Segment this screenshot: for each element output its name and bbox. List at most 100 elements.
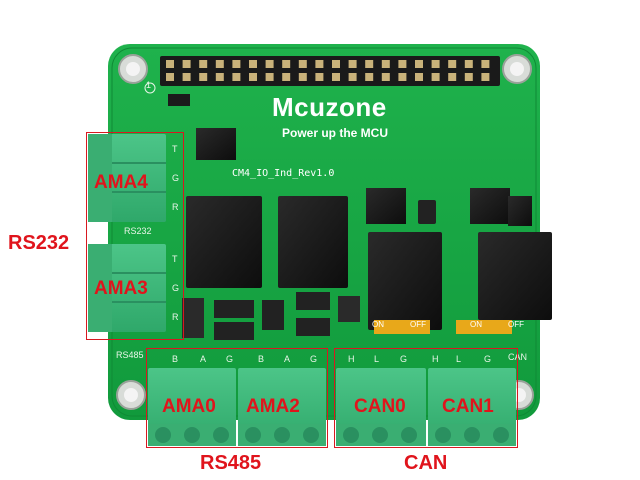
header-pin (265, 73, 274, 81)
diodes (182, 292, 360, 340)
silk-off-can1: OFF (508, 320, 524, 329)
rs485-pin-label: B (258, 354, 265, 364)
terminal-ama4 (88, 134, 166, 222)
can-pin-label: L (456, 354, 462, 364)
can-chip-1 (366, 188, 406, 224)
can-group-box (334, 348, 518, 448)
silk-on-can0: ON (372, 320, 384, 329)
header-pin (381, 73, 390, 81)
terminal-screw (372, 427, 388, 443)
header-pin (315, 60, 324, 68)
header-pin (282, 60, 291, 68)
terminal-ama3 (88, 244, 166, 332)
can-pin-label: G (484, 354, 492, 364)
terminal-screw (435, 427, 451, 443)
rs485-pin-label: G (310, 354, 318, 364)
rs232-pin-label: T (172, 144, 178, 154)
header-pin (431, 60, 440, 68)
header-pin (298, 73, 307, 81)
label-ama2: AMA2 (246, 396, 300, 417)
header-pin (448, 73, 457, 81)
transceiver-chip-rs232 (196, 128, 236, 160)
rs485-group-box (146, 348, 328, 448)
label-ama4: AMA4 (94, 172, 148, 193)
dip-switch-can0 (374, 320, 430, 334)
rs232-pin-label: T (172, 254, 178, 264)
header-pin (215, 60, 224, 68)
header-pin (398, 60, 407, 68)
rs232-pin-label: G (172, 283, 180, 293)
can-pin-label: L (374, 354, 380, 364)
header-pin (365, 73, 374, 81)
brand-tagline: Power up the MCU (282, 126, 389, 140)
rs232-pin-label: R (172, 202, 179, 212)
header-pin (481, 73, 490, 81)
terminal-screw (245, 427, 261, 443)
header-pin (464, 60, 473, 68)
power-module-4 (478, 232, 552, 320)
header-pin (315, 73, 324, 81)
header-pin (199, 60, 208, 68)
header-pin (199, 73, 208, 81)
dip-switch-can1 (456, 320, 512, 334)
rs485-pin-label: G (226, 354, 234, 364)
can-pin-label: G (400, 354, 408, 364)
silk-pin-one: 1 (146, 80, 152, 90)
silk-off-can0: OFF (410, 320, 426, 329)
header-pin (166, 73, 174, 81)
terminal-screw (303, 427, 319, 443)
header-pin (182, 73, 191, 81)
group-label-can: CAN (404, 452, 448, 474)
header-pin (265, 60, 274, 68)
silk-rs485: RS485 (116, 350, 144, 360)
terminal-screw (155, 427, 171, 443)
rs485-pin-label: A (284, 354, 291, 364)
terminal-screw (493, 427, 509, 443)
terminal-ama0 (148, 368, 236, 446)
header-pin (166, 60, 174, 68)
terminal-screw (464, 427, 480, 443)
small-chip (168, 94, 190, 106)
can-chip-3 (508, 196, 532, 226)
header-pin (448, 60, 457, 68)
label-ama0: AMA0 (162, 396, 216, 417)
silk-on-can1: ON (470, 320, 482, 329)
header-pin (348, 73, 357, 81)
header-pin (215, 73, 224, 81)
header-pin (415, 73, 423, 81)
header-pin (431, 73, 440, 81)
power-module-2 (278, 196, 348, 288)
power-module-3 (368, 232, 442, 330)
terminal-screw (401, 427, 417, 443)
label-can1: CAN1 (442, 396, 494, 417)
header-pin (232, 73, 241, 81)
header-pin (332, 60, 340, 68)
rs232-pin-label: R (172, 312, 179, 322)
rs485-pin-label: B (172, 354, 179, 364)
silk-rs232: RS232 (124, 226, 152, 236)
header-pin (232, 60, 241, 68)
label-ama3: AMA3 (94, 278, 148, 299)
brand-logo: Mcuzone (272, 92, 387, 122)
small-ic (418, 200, 436, 224)
group-label-rs232: RS232 (8, 232, 70, 254)
can-chip-2 (470, 188, 510, 224)
header-pin (365, 60, 374, 68)
can-pin-label: H (432, 354, 439, 364)
terminal-screw (213, 427, 229, 443)
terminal-screw (184, 427, 200, 443)
header-pin (415, 60, 423, 68)
header-pin (282, 73, 291, 81)
header-pin (249, 73, 257, 81)
rs485-pin-label: A (200, 354, 207, 364)
can-pin-label: H (348, 354, 355, 364)
header-pin (381, 60, 390, 68)
gpio-header (160, 56, 500, 86)
header-pin (249, 60, 257, 68)
header-pin (348, 60, 357, 68)
header-pin (182, 60, 191, 68)
rs232-pin-label: G (172, 173, 180, 183)
header-pin (332, 73, 340, 81)
rs232-group-box (86, 132, 184, 340)
